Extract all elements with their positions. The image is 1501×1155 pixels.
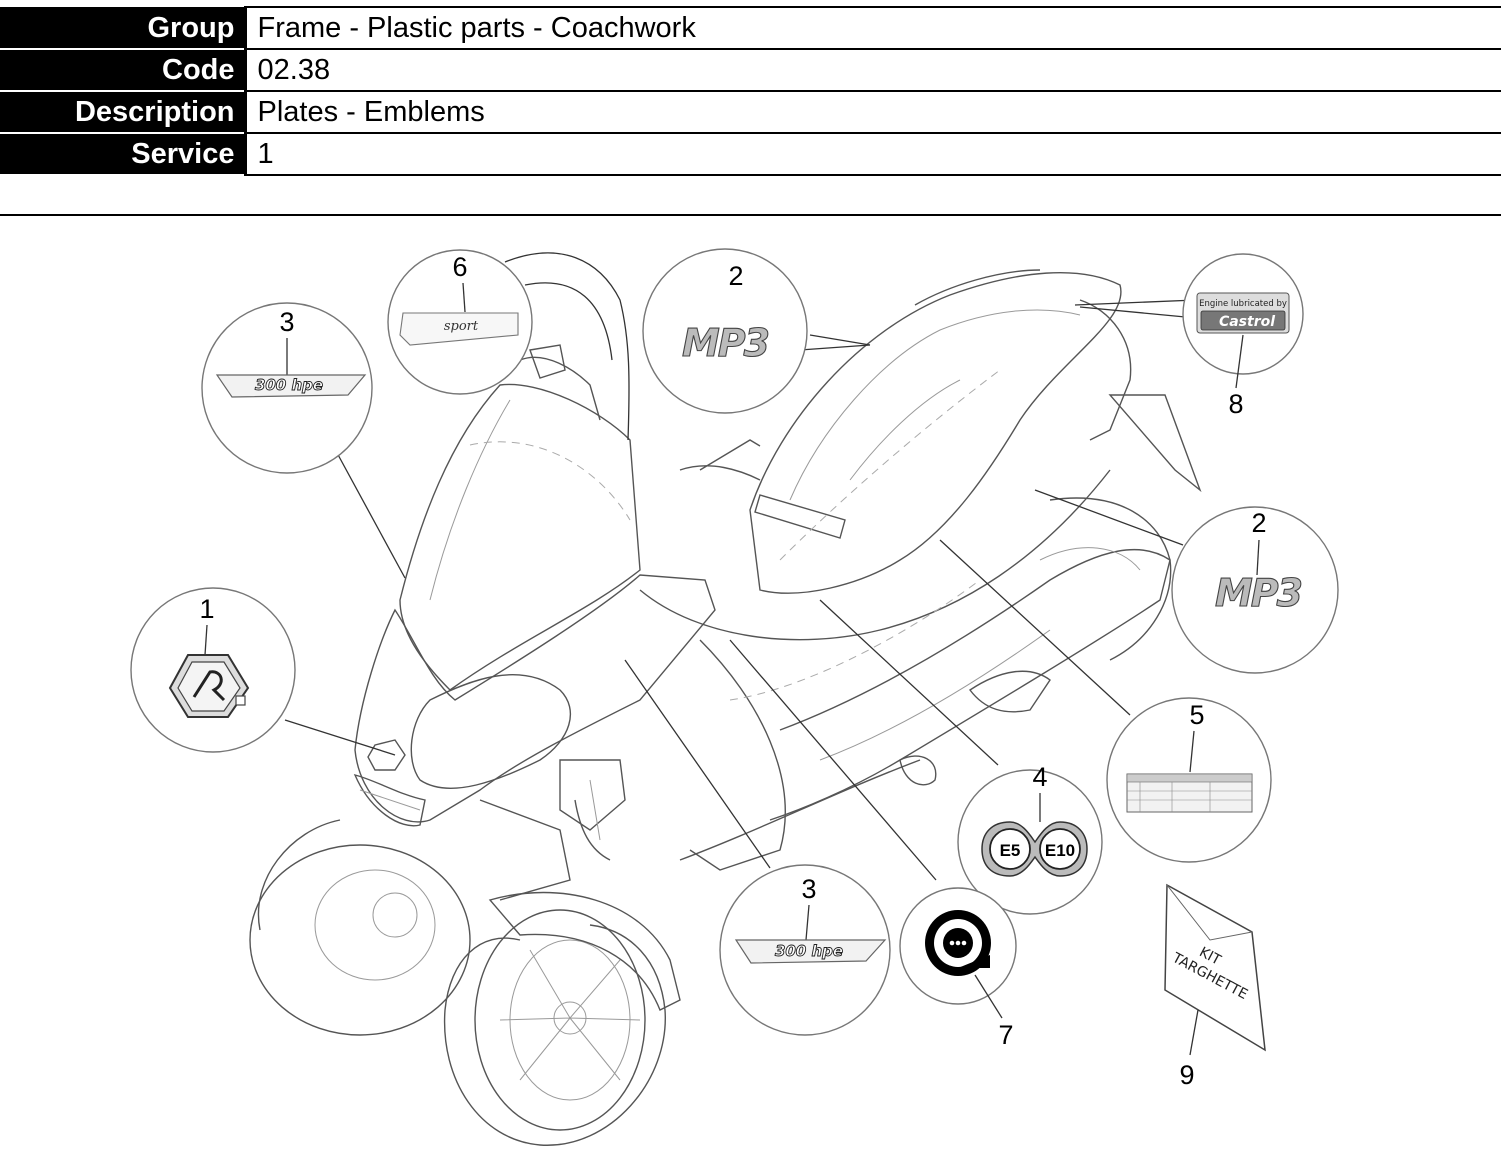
service-label: Service (0, 133, 245, 176)
tyre-pressure-table-icon (1126, 773, 1253, 813)
group-value: Frame - Plastic parts - Coachwork (243, 6, 1501, 50)
service-value: 1 (243, 132, 1501, 176)
300hpe-badge-text: 300 hpe (775, 942, 843, 960)
callout-number: 9 (1179, 1060, 1194, 1090)
info-row-group: Group Frame - Plastic parts - Coachwork (0, 6, 1501, 50)
description-label: Description (0, 91, 245, 134)
callout-number: 4 (1032, 762, 1047, 792)
callout-4: 4 E5 E10 (957, 762, 1103, 915)
callout-number: 2 (728, 261, 743, 291)
callout-number: 6 (452, 252, 467, 282)
mp3-logo-text: MP3 (1215, 571, 1302, 615)
callout-6: 6 sport (387, 249, 533, 395)
callout-5: 5 (1106, 697, 1272, 863)
leader-lines (284, 252, 1197, 881)
info-row-description: Description Plates - Emblems (0, 90, 1501, 134)
part-info-table: Group Frame - Plastic parts - Coachwork … (0, 6, 1501, 176)
sport-badge-text: sport (444, 319, 479, 334)
callout-3-lower: 3 300 hpe (719, 864, 891, 1036)
callout-3-upper: 3 300 hpe (201, 302, 373, 474)
callout-2-top: 2 MP3 (642, 248, 808, 414)
group-label: Group (0, 7, 245, 50)
300hpe-badge-text: 300 hpe (255, 376, 323, 394)
plate-kit-bag-icon (1164, 883, 1266, 1052)
service-label-icon (925, 910, 991, 976)
callout-1: 1 (130, 587, 296, 753)
callout-2-side: 2 MP3 (1171, 506, 1339, 674)
e10-label: E10 (1045, 841, 1075, 860)
code-label: Code (0, 49, 245, 92)
callout-8: Engine lubricated by Castrol 8 (1182, 253, 1304, 419)
callout-number: 7 (998, 1020, 1013, 1050)
callout-number: 1 (199, 594, 214, 624)
callout-number: 3 (279, 307, 294, 337)
callout-number: 5 (1189, 700, 1204, 730)
callout-number: 3 (801, 874, 816, 904)
callout-7: 7 (899, 887, 1017, 1050)
callout-number: 2 (1251, 508, 1266, 538)
header-divider (0, 214, 1501, 216)
castrol-label-line2: Castrol (1219, 314, 1275, 330)
piaggio-emblem-icon (168, 654, 250, 718)
callout-9: KIT TARGHETTE 9 (1164, 883, 1266, 1090)
info-row-service: Service 1 (0, 132, 1501, 176)
castrol-label-line1: Engine lubricated by (1199, 299, 1287, 309)
callout-number: 8 (1228, 389, 1243, 419)
mp3-logo-text: MP3 (682, 321, 769, 365)
description-value: Plates - Emblems (243, 90, 1501, 134)
e5-label: E5 (1000, 841, 1021, 860)
code-value: 02.38 (243, 48, 1501, 92)
exploded-parts-diagram: 3 300 hpe 6 sport 2 MP3 Engine lubricate… (130, 248, 1339, 1146)
info-row-code: Code 02.38 (0, 48, 1501, 92)
scooter-drawing (249, 269, 1202, 1146)
